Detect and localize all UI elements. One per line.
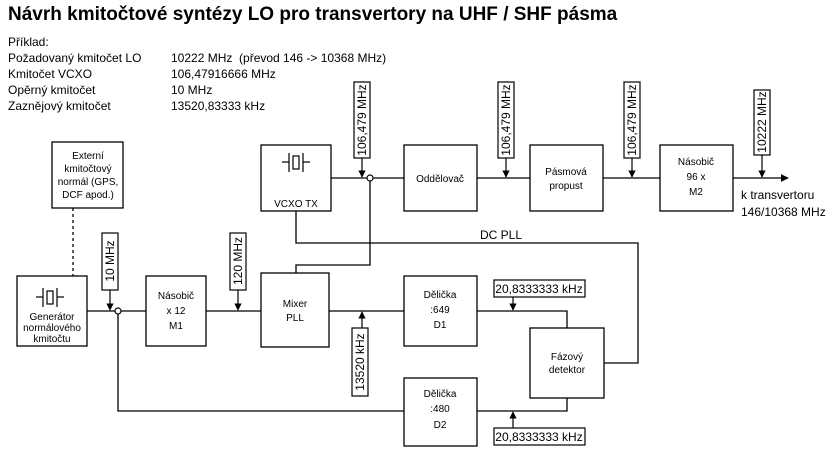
freq-label-bpf: 106,479 MHz [625,84,639,155]
example-info: Příklad: Požadovaný kmitočet LO 10222 MH… [8,34,386,114]
external-ref-line: normál (GPS, [58,177,119,188]
external-ref-line: DCF apod.) [62,190,114,201]
external-ref-line: kmitočtový [64,164,111,175]
example-label: Kmitočet VCXO [8,67,93,81]
ref-gen-line: normálového [23,323,81,334]
example-value: 10222 MHz (převod 146 -> 10368 MHz) [171,51,387,65]
freq-box [101,232,119,291]
wire-ref-tap [117,311,404,412]
example-label: Opěrný kmitočet [8,83,96,97]
m1-line: Násobič [158,291,194,302]
external-ref-line: Externí [72,151,104,162]
m2-line: M2 [689,187,703,198]
bandpass-line: Pásmová [545,167,587,178]
d1-line: :649 [430,305,450,316]
output-label: k transvertoru [741,188,814,202]
junction-dot [366,174,374,182]
freq-box [753,89,771,156]
block-divider-d2 [403,377,478,447]
block-reference-generator [16,275,88,347]
freq-label-pd2: 20,8333333 kHz [495,430,582,444]
block-multiplier-m1 [145,275,207,347]
freq-label-mixer: 13520 kHz [353,333,367,390]
freq-label-vcxo: 106,479 MHz [355,84,369,155]
freq-box [229,232,247,291]
freq-label-buffer: 106,479 MHz [499,84,513,155]
wire-vcxo-tap [295,178,371,273]
block-multiplier-m2 [659,144,734,212]
example-value: 13520,83333 kHz [171,99,266,113]
block-bandpass [529,144,604,212]
freq-box [493,427,586,446]
freq-label-pd1: 20,8333333 kHz [495,282,582,296]
m2-line: 96 x [687,172,706,183]
freq-label-ref: 10 MHz [103,240,117,281]
m1-line: x 12 [167,306,186,317]
example-row: Opěrný kmitočet 10 MHz [8,82,386,98]
d2-line: D2 [434,420,447,431]
d2-line: :480 [430,404,450,415]
example-label: Požadovaný kmitočet LO [8,51,142,65]
example-row: Kmitočet VCXO 106,47916666 MHz [8,66,386,82]
junction-dot [114,307,122,315]
example-label: Zaznějový kmitočet [8,99,111,113]
pd-line: detektor [549,365,586,376]
crystal-icon [36,288,64,307]
mixer-line: PLL [286,313,304,324]
freq-box [623,81,641,159]
d1-line: D1 [434,320,447,331]
block-external-ref [51,141,124,209]
vcxo-label: VCXO TX [274,199,318,210]
output-label: 146/10368 MHz [741,205,826,219]
freq-label-lo: 10222 MHz [755,91,769,152]
example-heading: Příklad: [8,35,49,49]
d2-line: Dělička [424,389,457,400]
example-row: Zaznějový kmitočet 13520,83333 kHz [8,98,386,114]
freq-box [353,81,371,159]
d1-line: Dělička [424,290,457,301]
wire-d2-to-pd [477,398,568,412]
freq-box [493,279,586,298]
block-buffer [403,144,478,212]
example-row: Požadovaný kmitočet LO 10222 MHz (převod… [8,50,386,66]
wire-d1-to-pd [477,310,568,328]
mixer-line: Mixer [283,299,308,310]
page-title: Návrh kmitočtové syntézy LO pro transver… [8,4,618,25]
block-phase-detector [529,327,605,399]
m2-line: Násobič [678,157,714,168]
ref-gen-line: Generátor [29,312,75,323]
example-value: 10 MHz [171,83,213,97]
example-value: 106,47916666 MHz [171,67,276,81]
ref-gen-line: kmitočtu [33,334,70,345]
freq-label-m1: 120 MHz [231,237,245,285]
m1-line: M1 [169,321,183,332]
bandpass-line: propust [549,181,583,192]
wire-dc-pll [295,211,639,364]
freq-box [351,327,369,397]
block-divider-d1 [403,275,478,347]
pd-line: Fázový [551,352,583,363]
block-mixer-pll [260,272,330,348]
buffer-label: Oddělovač [416,174,464,185]
crystal-icon [282,153,310,172]
dc-pll-label: DC PLL [480,228,522,242]
freq-box [497,81,515,159]
